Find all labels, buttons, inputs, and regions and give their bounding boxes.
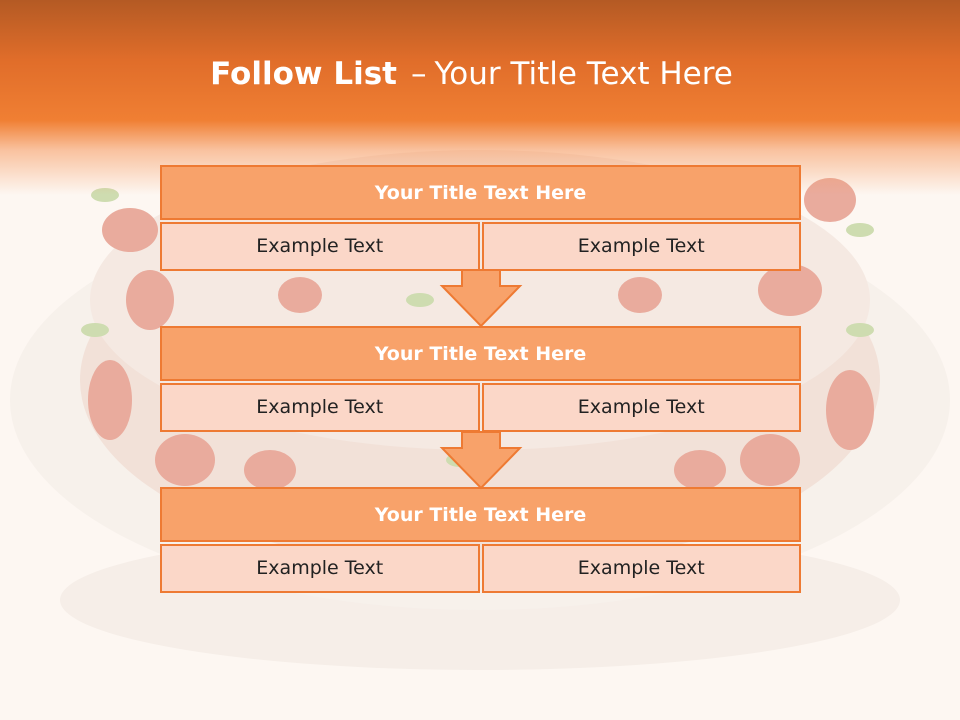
down-arrow-icon — [439, 431, 523, 490]
step-cell-left: Example Text — [160, 383, 480, 432]
step-cell-left: Example Text — [160, 544, 480, 593]
down-arrow-icon — [439, 269, 523, 328]
step-row: Example Text Example Text — [160, 222, 801, 271]
step-cell-left: Example Text — [160, 222, 480, 271]
step-block-3: Your Title Text Here Example Text Exampl… — [160, 487, 801, 593]
step-cell-right: Example Text — [481, 383, 801, 432]
step-cell-right: Example Text — [481, 222, 801, 271]
title-dash: – — [410, 56, 427, 92]
step-title: Your Title Text Here — [160, 165, 801, 220]
step-block-1: Your Title Text Here Example Text Exampl… — [160, 165, 801, 271]
step-block-2: Your Title Text Here Example Text Exampl… — [160, 326, 801, 432]
title-bold-part: Follow List — [210, 56, 397, 92]
step-row: Example Text Example Text — [160, 383, 801, 432]
step-cell-right: Example Text — [481, 544, 801, 593]
slide-title: Follow List–Your Title Text Here — [0, 56, 943, 92]
step-title: Your Title Text Here — [160, 326, 801, 381]
title-rest: Your Title Text Here — [434, 56, 733, 92]
step-row: Example Text Example Text — [160, 544, 801, 593]
step-title: Your Title Text Here — [160, 487, 801, 542]
